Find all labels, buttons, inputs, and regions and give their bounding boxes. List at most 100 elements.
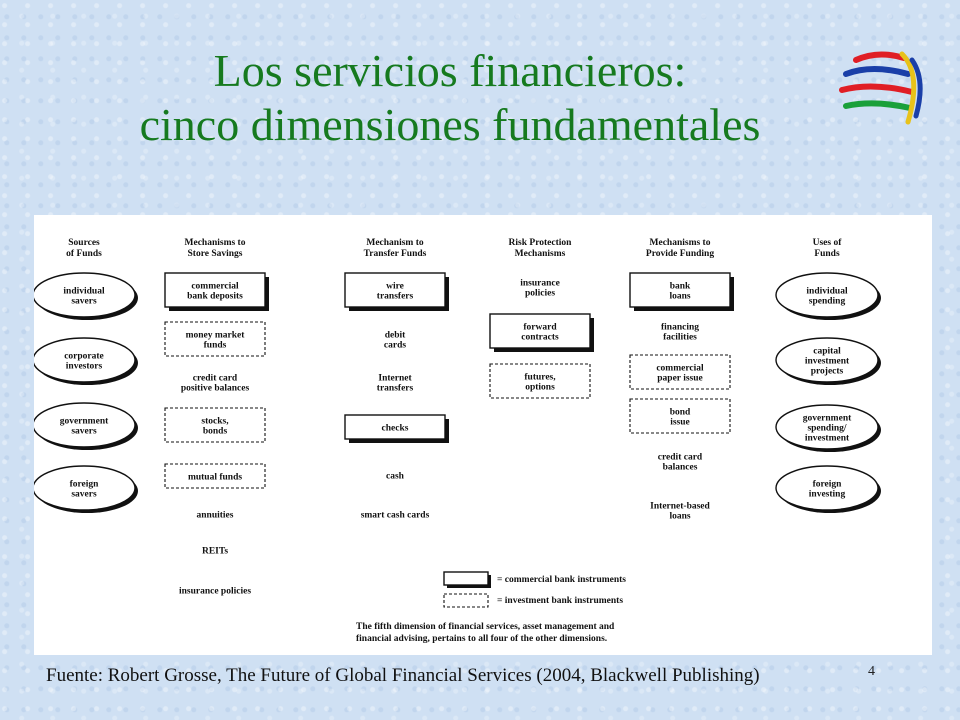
diagram-item-c5-2-label: financing	[661, 323, 699, 333]
diagram-item-c2-4-box	[164, 407, 266, 443]
diagram-item-c3-3-label: Internet	[378, 374, 412, 384]
diagram-item-c2-2-label: funds	[204, 341, 227, 351]
diagram-item-c3-4-box	[344, 414, 446, 440]
diagram-item-c2-2-box	[164, 321, 266, 357]
diagram-item-c4-1-label: policies	[525, 289, 555, 299]
diagram-item-c4-2-box	[489, 313, 591, 349]
diagram-item-c6-3-label: spending/	[807, 424, 846, 434]
legend-solid-box	[443, 571, 489, 586]
legend-dashed-box	[443, 593, 489, 608]
diagram-item-c2-2-label: money market	[186, 331, 246, 341]
diagram-item-c6-1-label: individual	[806, 287, 848, 297]
diagram-item-c2-5-label: mutual funds	[188, 473, 242, 483]
diagram-item-c3-3-label: transfers	[377, 384, 414, 394]
diagram-item-c3-1-box	[344, 272, 446, 308]
diagram-item-c4-3-box	[489, 363, 591, 399]
diagram-item-c6-2-label: projects	[811, 367, 844, 377]
diagram-item-c1-3-label: savers	[71, 427, 97, 437]
column-header-1: Sources	[68, 238, 100, 248]
diagram-item-c6-4-label: investing	[809, 490, 846, 500]
diagram-item-c2-3-label: positive balances	[181, 384, 250, 394]
diagram-item-c5-6-label: Internet-based	[650, 502, 710, 512]
diagram-item-c5-5-label: credit card	[658, 453, 703, 463]
diagram-item-c3-5-label: cash	[386, 472, 405, 482]
diagram-item-c1-2-label: corporate	[64, 352, 104, 362]
diagram-item-c5-5-label: balances	[663, 463, 698, 473]
diagram-item-c3-1-label: wire	[386, 282, 404, 292]
diagram-item-c2-1-box	[164, 272, 266, 308]
title-line-1: Los servicios financieros:	[213, 45, 687, 96]
diagram-item-c1-4-label: savers	[71, 490, 97, 500]
diagram-item-c5-3-label: commercial	[656, 364, 704, 374]
diagram-item-c2-6-label: annuities	[197, 511, 234, 521]
column-header-3: Transfer Funds	[364, 249, 427, 259]
diagram-item-c5-6-label: loans	[669, 512, 690, 522]
diagram-item-c2-1-label: bank deposits	[187, 292, 243, 302]
diagram-item-c2-4-label: stocks,	[201, 417, 229, 427]
diagram-item-c1-2-ellipse	[34, 337, 136, 383]
wto-logo-icon	[839, 51, 923, 125]
diagram-item-c6-3-label: investment	[805, 434, 850, 444]
diagram-item-c1-4-label: foreign	[70, 480, 100, 490]
diagram-item-c2-7-label: REITs	[202, 547, 228, 557]
diagram-item-c3-4-label: checks	[382, 424, 409, 434]
column-header-3: Mechanism to	[366, 238, 424, 248]
diagram-item-c2-3-label: credit card	[193, 374, 238, 384]
column-header-2: Mechanisms to	[185, 238, 246, 248]
diagram-item-c1-3-label: government	[60, 417, 109, 427]
diagram-item-c4-3-label: options	[525, 383, 555, 393]
column-header-5: Mechanisms to	[650, 238, 711, 248]
diagram-item-c4-2-label: contracts	[521, 333, 559, 343]
diagram-item-c2-1-label: commercial	[191, 282, 239, 292]
diagram-item-c6-1-ellipse	[775, 272, 879, 318]
legend-label-2: = investment bank instruments	[497, 596, 623, 606]
diagram-item-c5-2-label: facilities	[663, 333, 697, 343]
column-header-2: Store Savings	[188, 249, 243, 259]
diagram-item-c3-1-label: transfers	[377, 292, 414, 302]
diagram-item-c1-1-label: individual	[63, 287, 105, 297]
legend-label-1: = commercial bank instruments	[497, 575, 626, 585]
diagram-item-c6-3-ellipse	[775, 404, 879, 450]
diagram-item-c1-1-label: savers	[71, 297, 97, 307]
diagram-item-c6-4-ellipse	[775, 465, 879, 511]
diagram-item-c4-2-label: forward	[523, 323, 557, 333]
diagram-item-c4-3-label: futures,	[524, 373, 556, 383]
column-header-4: Mechanisms	[515, 249, 566, 259]
diagram-item-c6-2-label: investment	[805, 357, 850, 367]
column-header-4: Risk Protection	[509, 238, 573, 248]
diagram-item-c2-4-label: bonds	[203, 427, 228, 437]
diagram-item-c5-3-box	[629, 354, 731, 390]
diagram-item-c1-1-ellipse	[34, 272, 136, 318]
page-number: 4	[868, 664, 875, 679]
footnote-line-2: financial advising, pertains to all four…	[356, 634, 607, 644]
diagram-item-c5-4-label: bond	[670, 408, 691, 418]
diagram-item-c2-5-box	[164, 463, 266, 489]
diagram-item-c6-3-label: government	[803, 414, 852, 424]
diagram-item-c5-4-box	[629, 398, 731, 434]
diagram-item-c5-1-label: bank	[670, 282, 691, 292]
diagram-item-c5-4-label: issue	[670, 418, 690, 428]
diagram-item-c3-2-label: debit	[385, 331, 406, 341]
column-header-6: Uses of	[813, 238, 843, 248]
diagram-item-c5-1-label: loans	[669, 292, 690, 302]
diagram-item-c6-2-label: capital	[813, 347, 841, 357]
column-header-1: of Funds	[66, 249, 102, 259]
diagram-item-c5-1-box	[629, 272, 731, 308]
diagram-item-c6-2-ellipse	[775, 337, 879, 383]
diagram-item-c1-3-ellipse	[34, 402, 136, 448]
diagram-item-c4-1-label: insurance	[520, 279, 560, 289]
diagram-item-c1-2-label: investors	[66, 362, 103, 372]
diagram-item-c3-6-label: smart cash cards	[361, 511, 430, 521]
column-header-5: Provide Funding	[646, 249, 714, 259]
footnote-line-1: The fifth dimension of financial service…	[356, 622, 615, 632]
diagram-item-c3-2-label: cards	[384, 341, 406, 351]
diagram-item-c6-4-label: foreign	[813, 480, 843, 490]
slide-title: Los servicios financieros: cinco dimensi…	[20, 44, 880, 153]
title-line-2: cinco dimensiones fundamentales	[139, 99, 761, 151]
source-citation: Fuente: Robert Grosse, The Future of Glo…	[46, 665, 760, 686]
column-header-6: Funds	[814, 249, 840, 259]
diagram-item-c6-1-label: spending	[809, 297, 846, 307]
diagram-item-c5-3-label: paper issue	[657, 374, 703, 384]
